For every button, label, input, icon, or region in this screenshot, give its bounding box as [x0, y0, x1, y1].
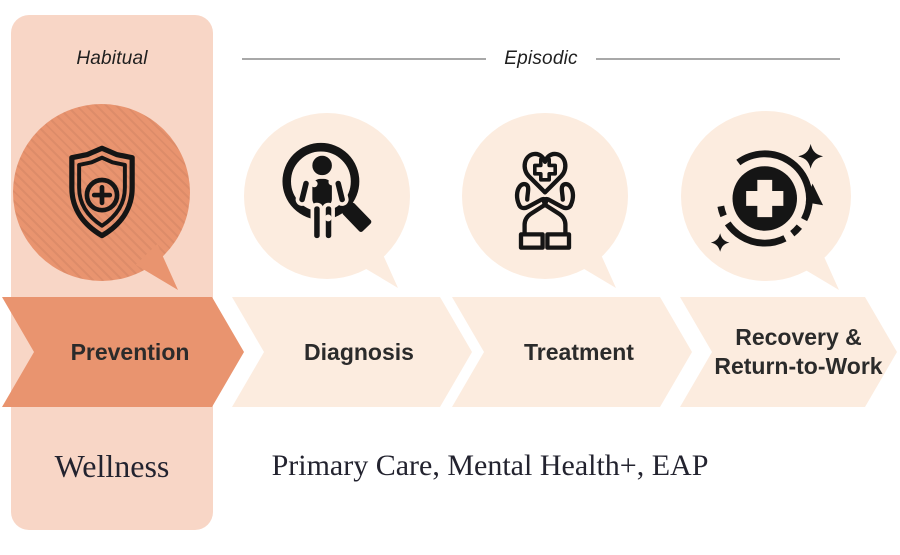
stage-arrow-prevention: Prevention: [2, 297, 244, 407]
stage-label: Treatment: [524, 338, 634, 365]
stage-label: Prevention: [70, 338, 190, 365]
stage-arrow-recovery: Recovery & Return-to-Work: [680, 297, 897, 407]
shield-plus-icon: [68, 145, 135, 238]
wellness-label: Wellness: [54, 447, 170, 484]
magnifier-person-icon: [282, 142, 372, 242]
care-services-label: Primary Care, Mental Health+, EAP: [271, 449, 709, 482]
stage-label: Recovery & Return-to-Work: [714, 324, 883, 379]
episodic-label: Episodic: [504, 48, 578, 69]
prevention-bubble: [13, 104, 190, 290]
stage-arrow-treatment: Treatment: [452, 297, 692, 407]
episodic-line-left: [242, 58, 487, 60]
hands-heart-cross-icon: [514, 151, 576, 250]
treatment-bubble: [462, 113, 628, 288]
episodic-header: Episodic: [242, 46, 841, 72]
episodic-line-right: [595, 58, 841, 60]
medical-cross-cycle-icon: [710, 143, 824, 252]
habitual-label: Habitual: [76, 48, 148, 69]
diagnosis-bubble: [244, 113, 410, 288]
stage-arrow-diagnosis: Diagnosis: [232, 297, 472, 407]
recovery-bubble: [681, 111, 851, 290]
stage-label: Diagnosis: [304, 338, 414, 365]
